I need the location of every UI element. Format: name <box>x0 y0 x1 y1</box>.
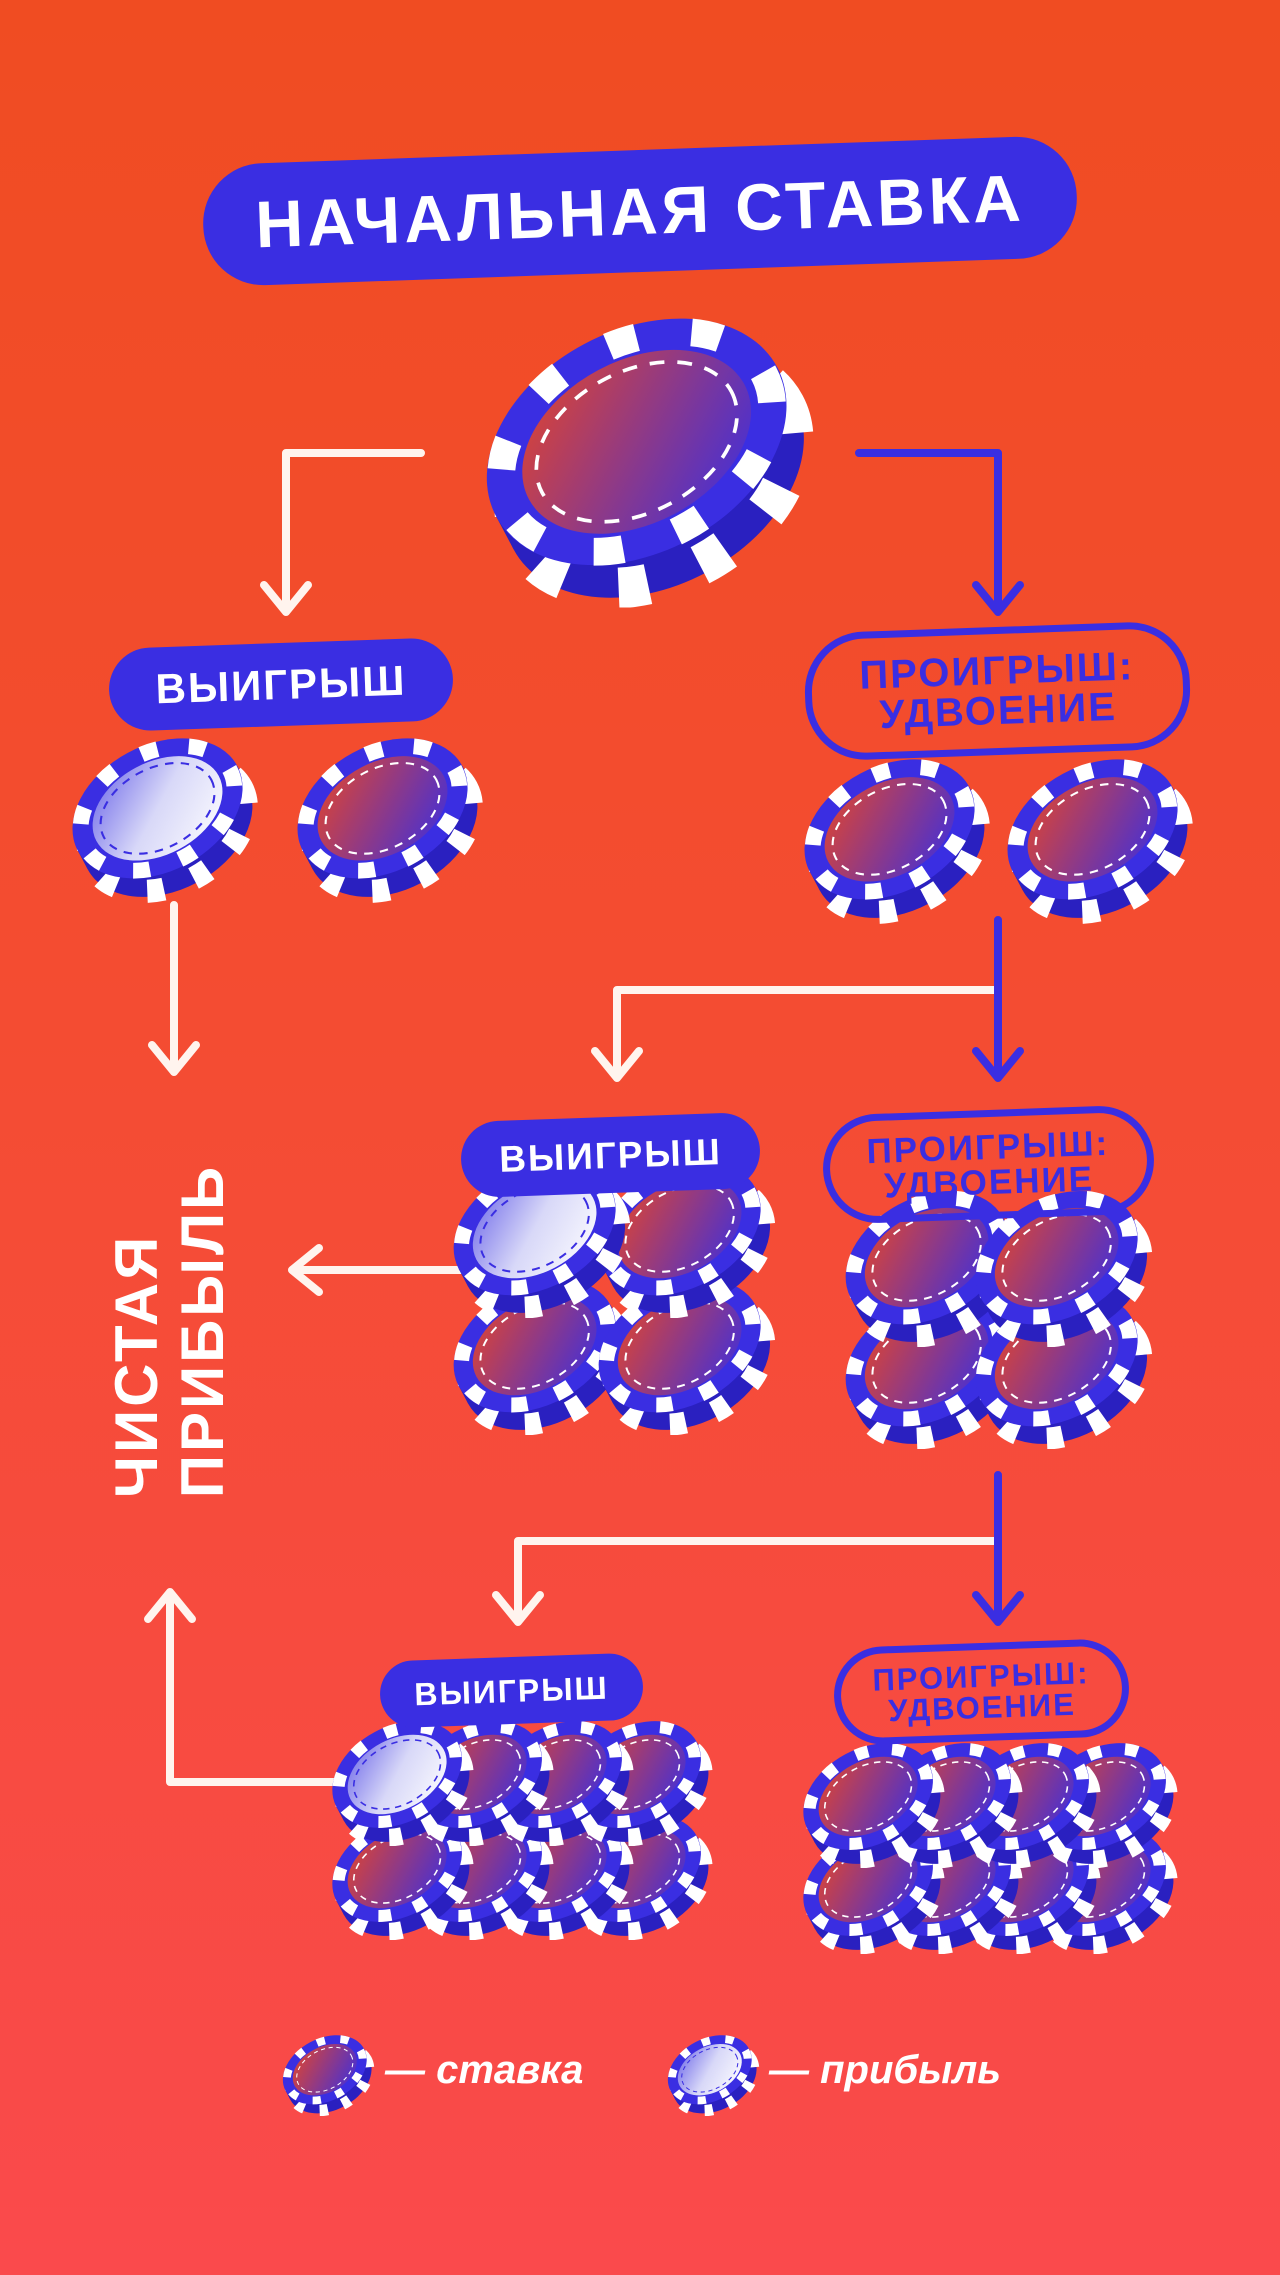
legend-bet-chip-icon <box>271 2021 384 2127</box>
bet-chip-icon <box>273 710 501 925</box>
profit-chip-icon <box>48 710 276 925</box>
net-profit-line1: ЧИСТАЯ <box>103 1233 170 1499</box>
arrow-win-3-to-net-profit <box>144 1588 352 1786</box>
net-profit-label: ЧИСТАЯ ПРИБЫЛЬ <box>103 1163 236 1499</box>
loss-label-3-line2: УДВОЕНИЕ <box>887 1686 1077 1729</box>
win-label-2: ВЫИГРЫШ <box>459 1111 762 1199</box>
bet-chip-icon <box>983 731 1211 946</box>
arrow-loss-2-to-loss-3 <box>972 1471 1024 1626</box>
legend-profit-chip-icon <box>656 2021 769 2127</box>
win-label-3: ВЫИГРЫШ <box>378 1652 645 1729</box>
legend-profit-label: — прибыль <box>769 2048 1001 2092</box>
arrow-start-to-win-1 <box>260 449 425 616</box>
loss-label-2-line2: УДВОЕНИЕ <box>883 1158 1095 1206</box>
net-profit-line2: ПРИБЫЛЬ <box>169 1163 236 1499</box>
arrow-start-to-loss-1 <box>855 449 1024 616</box>
arrow-win-2-to-net-profit <box>288 1244 468 1296</box>
loss-label-1: ПРОИГРЫШ: УДВОЕНИЕ <box>802 620 1193 762</box>
loss-label-3: ПРОИГРЫШ: УДВОЕНИЕ <box>832 1637 1131 1747</box>
loss-label-1-line2: УДВОЕНИЕ <box>878 684 1118 738</box>
win-label-1: ВЫИГРЫШ <box>107 637 455 732</box>
arrow-loss-1-to-win-2 <box>591 986 1002 1082</box>
loss-label-2: ПРОИГРЫШ: УДВОЕНИЕ <box>821 1104 1156 1225</box>
arrow-win-1-to-net-profit <box>148 901 200 1076</box>
arrow-loss-2-to-win-3 <box>492 1537 1002 1626</box>
arrow-loss-1-to-loss-2 <box>972 916 1024 1082</box>
initial-bet-chip-icon <box>444 269 847 647</box>
bet-chip-icon <box>780 731 1008 946</box>
legend-bet-label: — ставка <box>385 2048 584 2092</box>
